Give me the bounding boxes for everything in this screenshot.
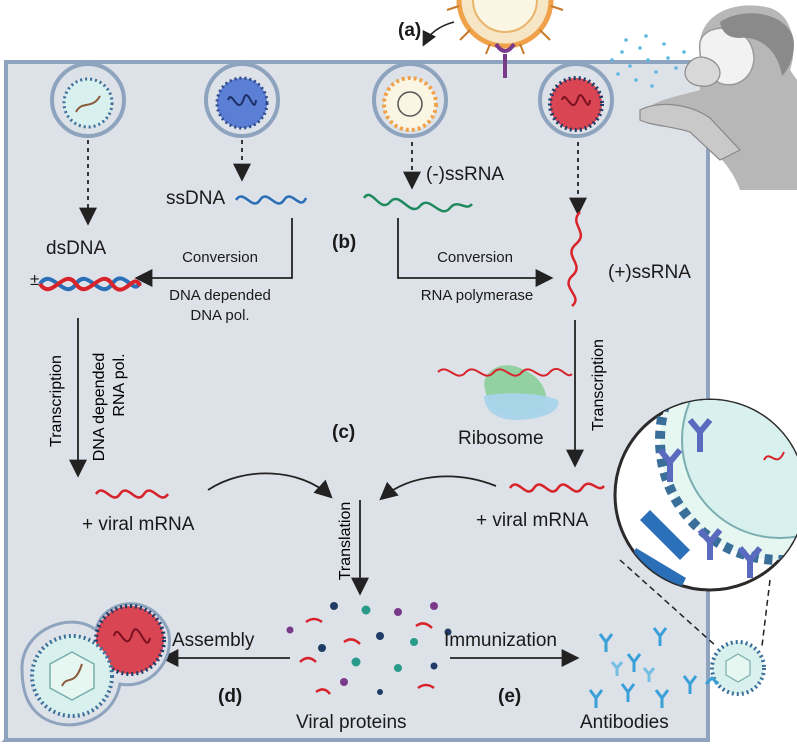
- label-pm-sign: ±: [30, 270, 40, 289]
- sneeze-droplets: [610, 34, 686, 88]
- panel-label-b: (b): [332, 232, 357, 253]
- membrane-receptor: [494, 42, 516, 78]
- viral-protein-particles: [286, 602, 452, 695]
- panel-label-e: (e): [498, 686, 522, 707]
- dna-pol-line2: DNA pol.: [190, 307, 250, 324]
- label-ssdna: ssDNA: [166, 188, 226, 209]
- sneezing-person-illustration: [639, 5, 797, 190]
- zoom-line-right: [761, 579, 771, 647]
- antibody-bound-virion: [704, 640, 766, 696]
- right-transcription-label: Transcription: [590, 339, 607, 431]
- right-to-translation-arrow: [379, 475, 497, 501]
- vesicle-pos-ssrna-virus: [538, 62, 614, 138]
- vesicle-neg-ssrna-virus: [372, 62, 448, 138]
- left-to-translation-arrow: [207, 472, 333, 499]
- neg-ssrna-strand: [362, 193, 473, 213]
- label-neg-ssrna: (-)ssRNA: [426, 164, 505, 185]
- rna-pol-line1: DNA depended: [91, 352, 108, 462]
- antibody-binding-zoom-inset: [613, 398, 797, 592]
- viral-proteins-label: Viral proteins: [296, 712, 407, 733]
- assembly-label: Assembly: [172, 630, 255, 651]
- left-conversion-label: Conversion: [182, 249, 258, 266]
- ssdna-strand: [234, 195, 308, 205]
- immunization-label: Immunization: [444, 630, 557, 651]
- left-transcription-label: Transcription: [48, 355, 65, 447]
- dna-pol-line1: DNA depended: [169, 287, 271, 304]
- right-conversion-label: Conversion: [437, 249, 513, 266]
- label-pos-ssrna: (+)ssRNA: [608, 262, 691, 283]
- rna-conversion-arrow: [397, 218, 554, 287]
- panel-label-c: (c): [332, 422, 356, 443]
- dsdna-double-helix: [38, 276, 142, 292]
- right-mrna-label: + viral mRNA: [476, 510, 589, 531]
- zoom-line-left: [619, 559, 717, 647]
- host-cell: [1, 60, 710, 742]
- ribosome-label: Ribosome: [458, 428, 544, 449]
- rna-pol-line2: RNA pol.: [111, 353, 128, 417]
- right-viral-mrna: [508, 482, 605, 493]
- vesicle-dsdna-virus: [50, 62, 126, 138]
- translation-label: Translation: [337, 501, 354, 581]
- vesicle-ssdna-virus: [204, 62, 280, 138]
- assembled-virions: [20, 602, 171, 727]
- antibodies-label: Antibodies: [580, 712, 669, 733]
- panel-label-d: (d): [218, 686, 243, 707]
- left-mrna-label: + viral mRNA: [82, 514, 195, 535]
- panel-label-a: (a): [398, 20, 422, 41]
- dna-conversion-arrow: [134, 218, 293, 287]
- antibodies-cluster: [588, 627, 698, 708]
- label-dsdna: dsDNA: [46, 238, 107, 259]
- left-viral-mrna: [94, 489, 170, 499]
- pos-ssrna-strand: [567, 211, 583, 307]
- entry-arrow: [422, 21, 455, 47]
- rna-polymerase-label: RNA polymerase: [420, 287, 534, 304]
- incoming-virus: [446, 0, 564, 55]
- ribosome-illustration: [437, 365, 573, 420]
